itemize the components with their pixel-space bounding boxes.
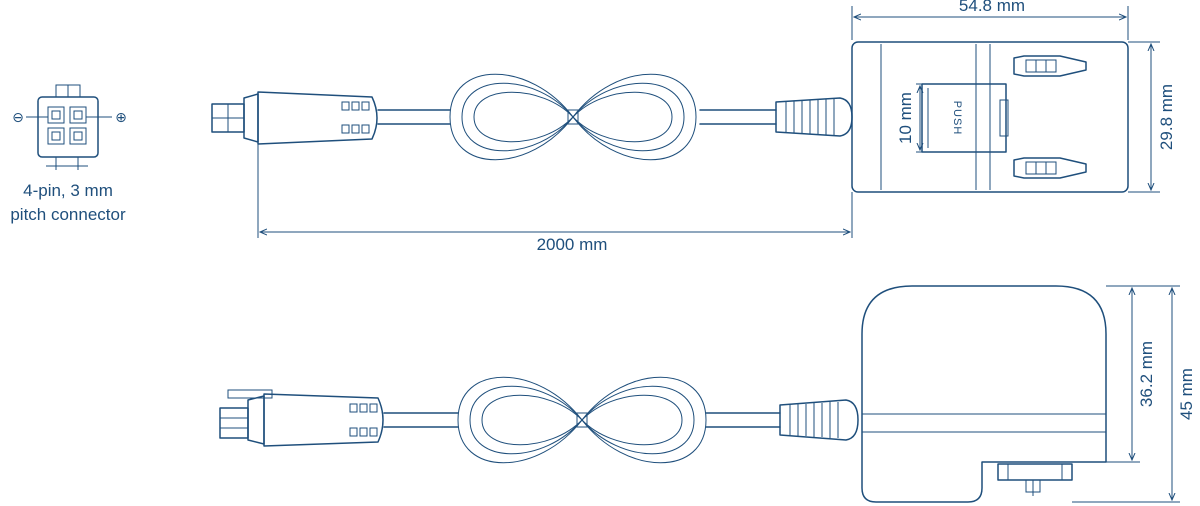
total-height-dimension-label: 45 mm [1177,368,1196,420]
prong-dimension-label: 10 mm [896,92,915,144]
side-plug [219,389,384,447]
connector-label-line1: 4-pin, 3 mm [23,181,113,200]
connector-pins [47,106,87,145]
dim-body-height: 36.2 mm [1106,285,1180,463]
body-height-dimension-label: 36.2 mm [1137,341,1156,407]
dim-cable: 2000 mm [257,144,853,254]
connector-front-view: ⊖ ⊕ 4-pin, 3 mm pitch connector [10,84,127,224]
width-dimension-label: 54.8 mm [959,0,1025,15]
plus-icon: ⊕ [115,110,127,126]
top-cable-coil [449,73,697,161]
side-strain-relief [779,399,859,441]
top-view: PUSH 54.8 mm 29.8 mm 10 mm [211,0,1176,254]
top-strain-relief [775,97,853,137]
cable-length-label: 2000 mm [537,235,608,254]
dim-total-height: 45 mm [1072,288,1196,503]
side-cable-coil [457,376,707,464]
height-dimension-label: 29.8 mm [1157,84,1176,150]
dim-prong: 10 mm [896,83,924,153]
side-view: 36.2 mm 45 mm [219,285,1196,503]
connector-label-line2: pitch connector [10,205,126,224]
top-plug [211,91,378,145]
minus-icon: ⊖ [12,110,24,126]
dim-height: 29.8 mm [1128,41,1176,193]
push-label: PUSH [951,101,963,136]
dim-width: 54.8 mm [851,0,1129,40]
top-adapter-body: PUSH [851,41,1129,193]
side-adapter-body [861,285,1107,503]
